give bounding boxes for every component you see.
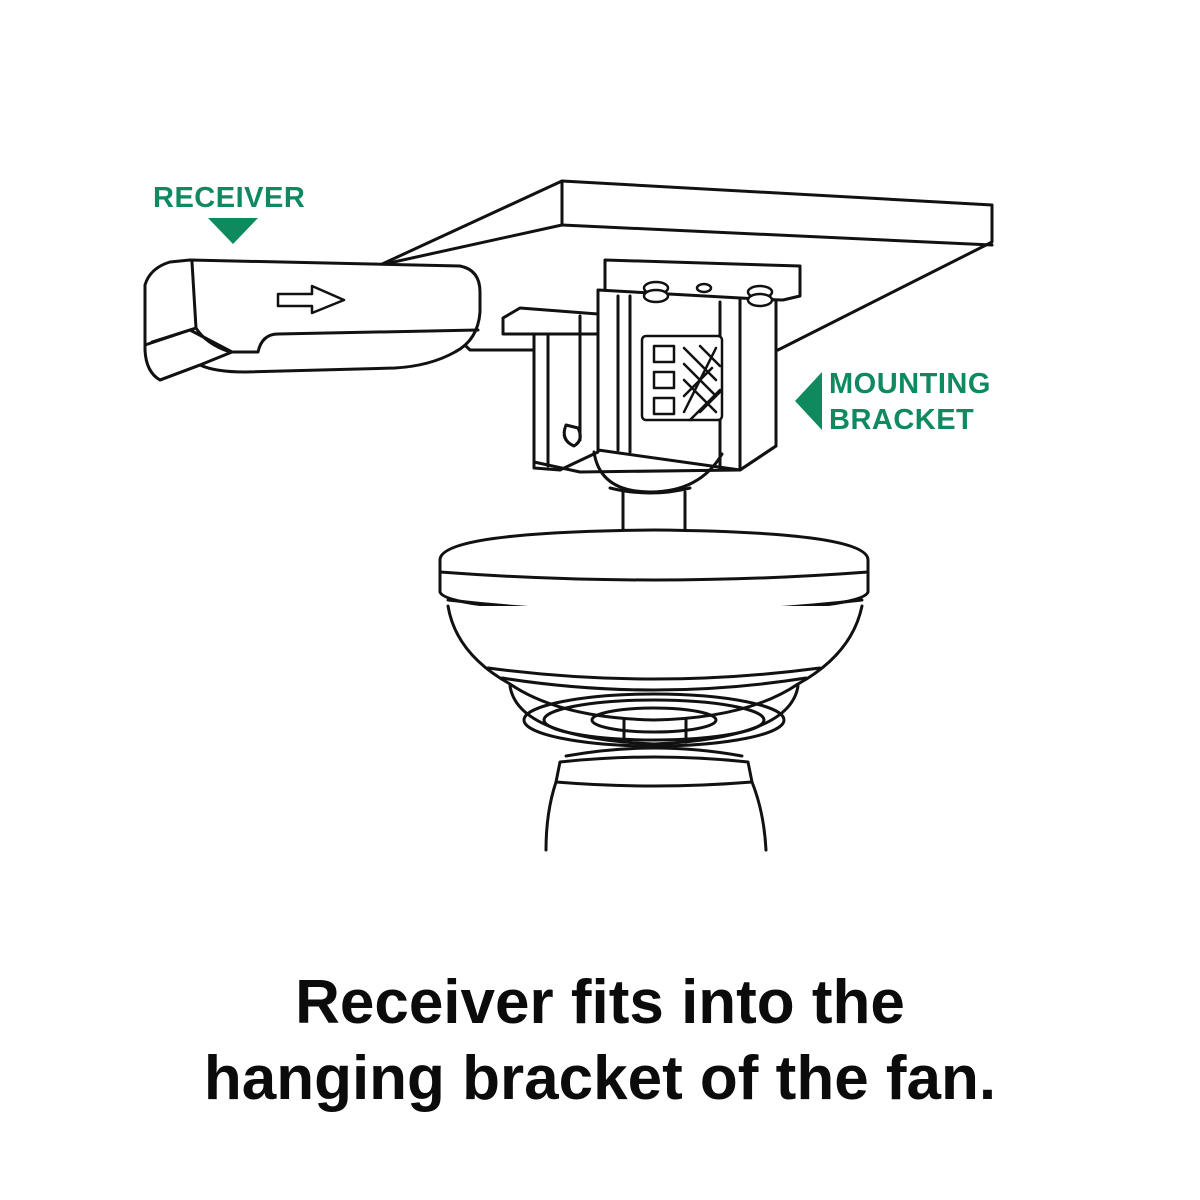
fan-motor-body — [544, 746, 768, 852]
bracket-screws — [642, 280, 774, 308]
receiver-callout-arrow — [208, 218, 258, 244]
mounting-bracket-label: MOUNTING BRACKET — [829, 366, 991, 438]
callout-arrows — [208, 218, 822, 430]
receiver-label: RECEIVER — [153, 182, 306, 214]
downrod — [621, 490, 687, 534]
mounting-bracket — [501, 258, 802, 495]
mounting-bracket-label-line1: MOUNTING — [829, 368, 991, 400]
bracket-callout-arrow — [795, 372, 822, 430]
receiver-module — [143, 258, 482, 382]
terminal-block — [640, 334, 724, 422]
caption-line1: Receiver fits into the — [295, 968, 905, 1037]
fan-mount-illustration — [143, 179, 994, 852]
fan-housing — [438, 528, 870, 748]
caption: Receiver fits into the hanging bracket o… — [0, 965, 1200, 1117]
mounting-bracket-label-line2: BRACKET — [829, 404, 975, 436]
caption-line2: hanging bracket of the fan. — [203, 1044, 997, 1113]
